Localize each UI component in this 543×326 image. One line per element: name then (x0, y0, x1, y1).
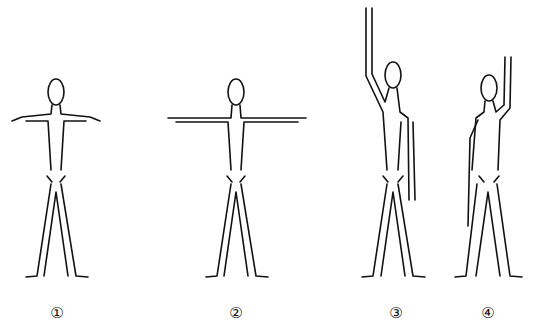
figure-arms-out-straight (168, 79, 306, 277)
figure-number: ① (50, 306, 63, 321)
figure-one-arm-up (362, 8, 425, 277)
figure-arms-out-bent (12, 79, 100, 277)
figure-number: ④ (481, 306, 494, 321)
figure-number: ② (229, 306, 242, 321)
figure-number: ③ (389, 306, 402, 321)
figure-arm-raised-bent (455, 57, 522, 277)
